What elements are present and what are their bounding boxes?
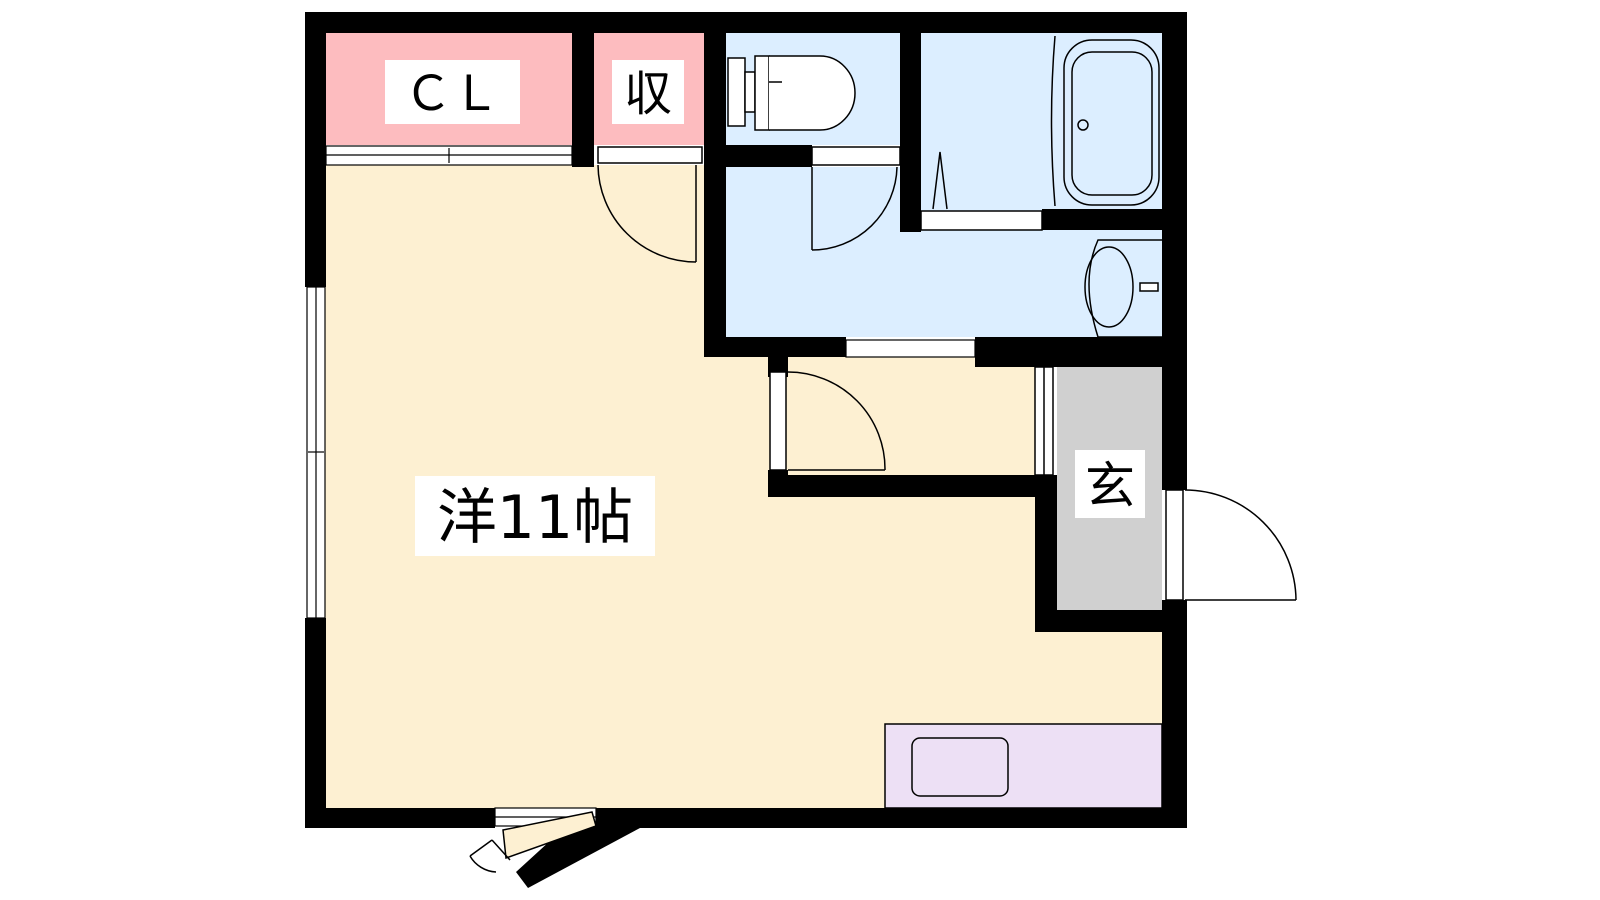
wall-hall-bottom [768,475,1057,497]
wall-closet-storage [572,12,594,165]
storage-label: 収 [624,66,672,122]
wall-hall-left [768,470,788,497]
entrance-label: 玄 [1085,457,1135,515]
wall-right [1162,12,1187,490]
storage-label-bg [612,60,684,124]
fixtures [727,35,1162,338]
wall-entrance-bottom [1035,610,1187,632]
wall-toilet-bath [900,12,921,232]
western-room-floor [320,165,1162,808]
closet-label-bg [385,60,520,124]
wall-left-lower [305,618,326,828]
sink-icon [911,737,1009,797]
closet-label: ＣＬ [404,66,500,122]
toilet-door[interactable] [811,146,901,251]
wall-wash-bottom-left [704,337,846,357]
wall-entrance-left [1035,475,1057,632]
wall-bath-bottom-right [1042,209,1182,230]
wall-top [305,12,1187,33]
hall-door[interactable] [769,371,886,471]
storage-door[interactable] [597,146,703,263]
balcony-door[interactable] [469,811,601,873]
closet-sliding-door[interactable] [325,145,573,166]
windows [306,286,976,827]
bathtub-icon [1050,35,1160,207]
wall-left-upper [305,12,326,287]
balcony-wall [516,808,640,888]
wall-bottom-left [305,808,495,828]
wall-wash-bottom-right [975,337,1187,367]
doors [469,146,1297,873]
western-room-label: 洋11帖 [437,483,633,553]
room-labels: ＣＬ 収 洋11帖 玄 [385,60,1145,556]
wash-basin-icon [1084,239,1162,338]
wash-window [845,339,976,358]
toilet-icon [727,55,856,131]
wall-storage-toilet [704,12,726,357]
wall-bottom-right [596,808,1187,828]
wall-right-lower [1162,600,1187,828]
western-room-label-bg [415,476,655,556]
bathroom-door[interactable] [920,151,1043,231]
wall-closet-bottom [572,145,594,167]
entrance-label-bg [1075,450,1145,518]
wall-toilet-bottom [704,145,812,167]
walls [305,12,1187,888]
front-door[interactable] [1165,489,1297,601]
